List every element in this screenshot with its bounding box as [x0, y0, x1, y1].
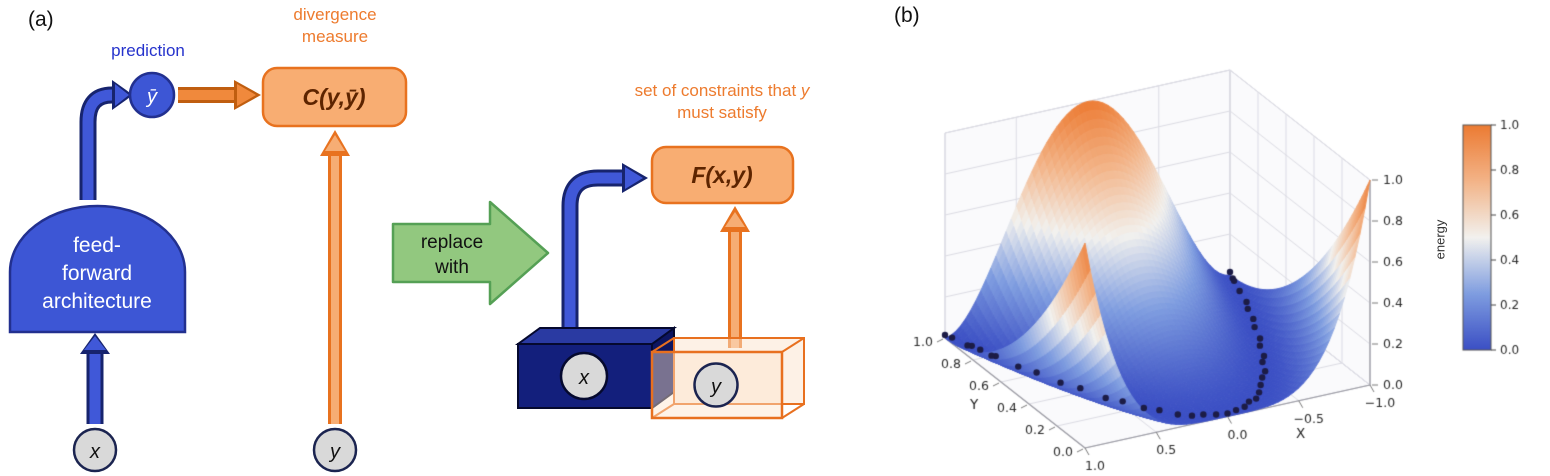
constraints-prefix: set of constraints that [635, 81, 801, 100]
box-x-circle [559, 351, 609, 401]
cost-box [261, 66, 408, 128]
y-circle [312, 427, 358, 473]
arrow-body [564, 172, 624, 346]
energy-function-label: F(x,y) [691, 162, 752, 188]
x-symbol: x [89, 441, 101, 463]
box-y-symbol: y [709, 376, 722, 398]
feedforward-shape [8, 204, 187, 334]
arrowhead [625, 167, 643, 189]
feedforward-line2: forward [62, 262, 132, 285]
x-3d-box: x [514, 326, 678, 410]
prediction-circle [128, 71, 176, 119]
cost-function-label: C(y,ȳ) [302, 84, 365, 110]
z-axis-label: energy [1432, 219, 1448, 260]
arrow-prediction-to-cost [178, 80, 261, 110]
box-edge [781, 403, 805, 419]
box-edge [781, 337, 805, 353]
box-edge [651, 403, 675, 419]
ybar-symbol: ȳ [145, 86, 158, 108]
prediction-label: prediction [111, 41, 185, 60]
replace-label-line2: with [434, 257, 469, 278]
feedforward-line3: architecture [42, 290, 152, 313]
arrow-feedforward-to-prediction [79, 80, 133, 200]
box-y-circle [693, 362, 739, 408]
energy-function-box [650, 145, 795, 205]
panel-a-diagram: (a) prediction feed- forward architectur… [8, 5, 811, 473]
arrowhead [325, 135, 345, 151]
arrowhead [237, 84, 256, 106]
arrow-outline [561, 169, 624, 346]
panel-b-plot: (b) energy [888, 0, 1550, 476]
arrow-y-to-cost [320, 130, 350, 424]
constraints-label-line2: must satisfy [677, 103, 767, 122]
arrowhead [84, 336, 106, 350]
box-x-symbol: x [578, 367, 590, 389]
panel-a-label: (a) [28, 8, 54, 31]
replace-with-arrow [391, 200, 550, 306]
arrow-x-to-feedforward [80, 333, 110, 424]
arrow-body [82, 89, 118, 200]
replace-label-line1: replace [421, 232, 483, 253]
constraints-y-italic: y [800, 81, 811, 100]
energy-surface-canvas [903, 0, 1423, 476]
y-symbol: y [328, 441, 341, 463]
arrowhead [115, 84, 129, 106]
arrow-ybox-to-energy [720, 206, 750, 348]
divergence-label-line2: measure [302, 27, 368, 46]
arrow-xbox-to-energy [561, 163, 648, 346]
divergence-label-line1: divergence [293, 5, 376, 24]
arrowhead [725, 212, 745, 227]
colorbar-canvas [1455, 115, 1540, 365]
y-3d-box: y [650, 337, 805, 420]
feedforward-line1: feed- [73, 234, 121, 257]
box-top-face [514, 327, 678, 345]
constraints-label-line1: set of constraints that y [635, 81, 811, 100]
x-circle [72, 427, 118, 473]
box-edge [651, 337, 675, 353]
